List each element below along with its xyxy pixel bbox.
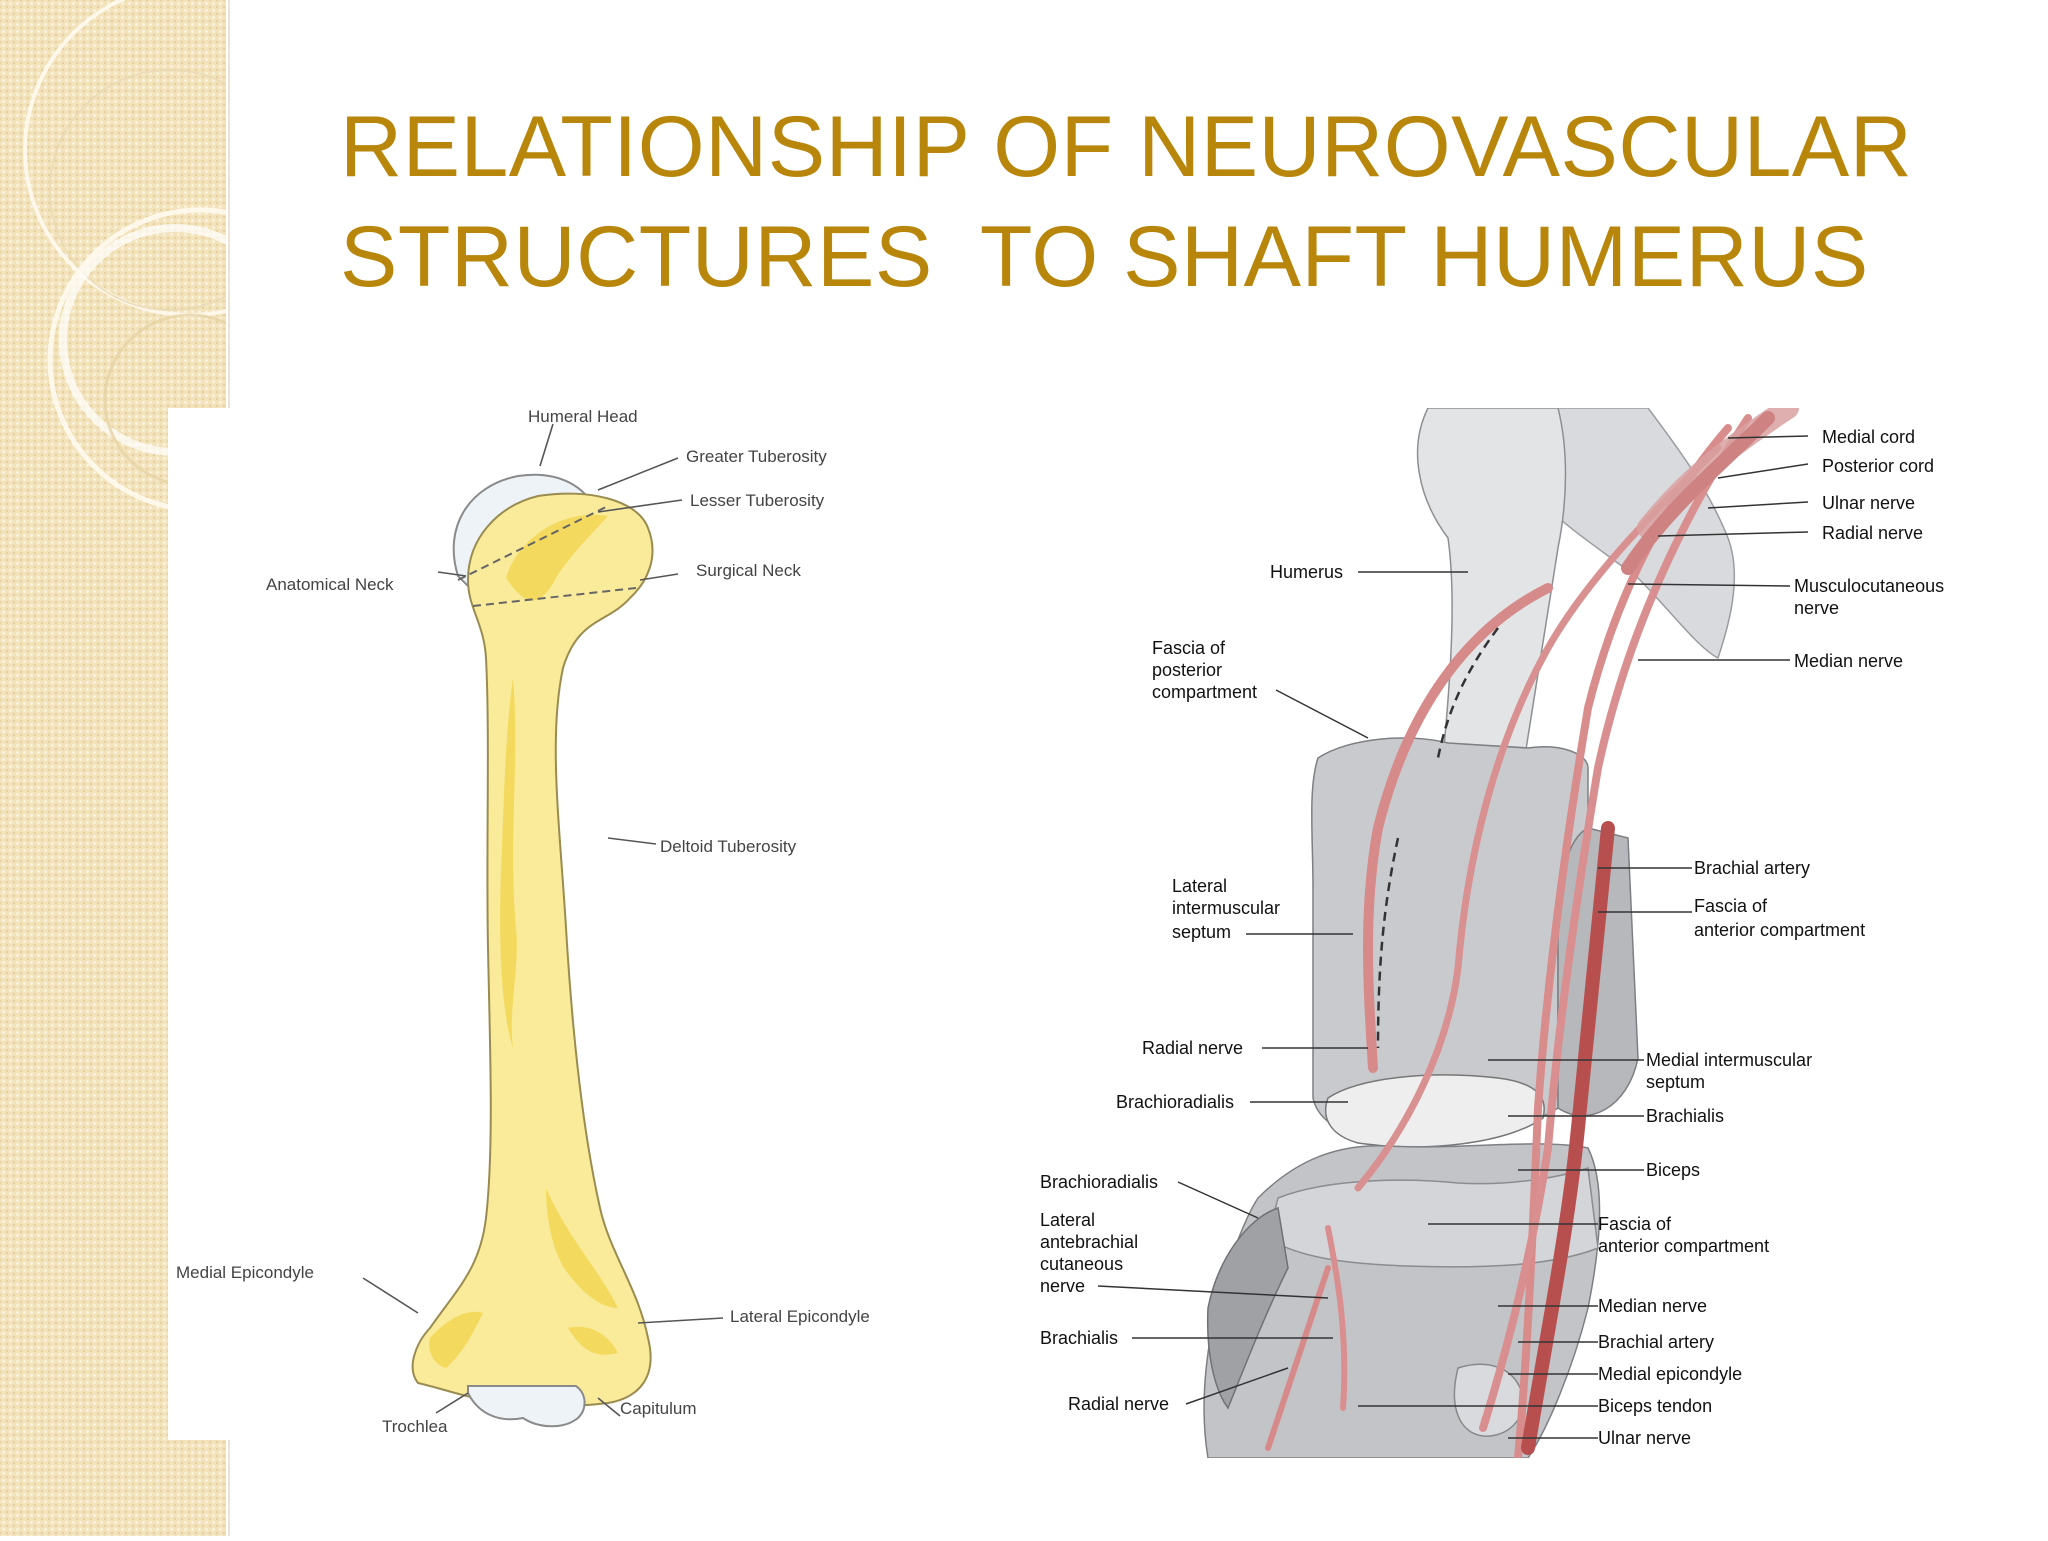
label-posterior-cord: Posterior cord [1822,456,1934,476]
label-medial-epicondyle: Medial epicondyle [1598,1364,1742,1384]
label-radial-nerve-top: Radial nerve [1822,523,1923,543]
lateral-antebrachial-nerve [1325,1225,1348,1411]
label-brachial-artery-top: Brachial artery [1694,858,1810,878]
label-medial-epicondyle: Medial Epicondyle [176,1263,314,1282]
musculocutaneous-nerve [1354,444,1722,1192]
septum-dashed [1376,837,1400,1049]
label-lesser-tuberosity: Lesser Tuberosity [690,491,825,510]
radial-groove-dashed [1436,627,1500,759]
label-capitulum: Capitulum [620,1399,697,1418]
label-medial-septum-1: Medial intermuscular [1646,1050,1812,1070]
label-brachioradialis-low: Brachioradialis [1040,1172,1158,1192]
label-median-nerve-top: Median nerve [1794,651,1903,671]
label-fascia-posterior-3: compartment [1152,682,1257,702]
label-greater-tuberosity: Greater Tuberosity [686,447,827,466]
radial-nerve-forearm [1265,1265,1331,1451]
brachioradialis-muscle-shape [1206,1207,1289,1410]
label-lateral-antebrachial-4: nerve [1040,1276,1085,1296]
label-trochlea: Trochlea [382,1417,448,1436]
label-fascia-posterior-2: posterior [1152,660,1222,680]
label-deltoid-tuberosity: Deltoid Tuberosity [660,837,797,856]
label-biceps: Biceps [1646,1160,1700,1180]
label-radial-nerve-low: Radial nerve [1068,1394,1169,1414]
label-radial-nerve-mid: Radial nerve [1142,1038,1243,1058]
radial-nerve [1363,583,1553,1073]
humerus-bone-diagram: Humeral Head Greater Tuberosity Lesser T… [168,407,920,1440]
label-biceps-tendon: Biceps tendon [1598,1396,1712,1416]
label-lateral-epicondyle: Lateral Epicondyle [730,1307,870,1326]
label-humerus: Humerus [1270,562,1343,582]
label-median-nerve-low: Median nerve [1598,1296,1707,1316]
median-nerve [1479,414,1752,1432]
neurovascular-illustration: Medial cord Posterior cord Ulnar nerve R… [1040,397,1944,1462]
label-fascia-posterior-1: Fascia of [1152,638,1226,658]
label-medial-cord: Medial cord [1822,427,1915,447]
label-brachioradialis-mid: Brachioradialis [1116,1092,1234,1112]
trochlea-shape [467,1385,586,1428]
surgical-neck-line [472,587,637,607]
label-lateral-septum-1: Lateral [1172,876,1227,896]
label-lateral-septum-3: septum [1172,922,1231,942]
slide-title-line-2: STRUCTURES TO SHAFT HUMERUS [340,209,1869,305]
slide-title: RELATIONSHIP OF NEUROVASCULAR STRUCTURES… [340,92,1912,312]
label-fascia-anterior-top-1: Fascia of [1694,896,1768,916]
label-anatomical-neck: Anatomical Neck [266,575,394,594]
humerus-shaft-shape [411,492,654,1408]
label-fascia-anterior-low-1: Fascia of [1598,1214,1672,1234]
label-brachial-artery-low: Brachial artery [1598,1332,1714,1352]
label-lateral-antebrachial-2: antebrachial [1040,1232,1138,1252]
label-musculocutaneous-nerve-2: nerve [1794,598,1839,618]
label-musculocutaneous-nerve-1: Musculocutaneous [1794,576,1944,596]
posterior-cord [1621,411,1775,575]
neurovascular-anatomy-diagram: Medial cord Posterior cord Ulnar nerve R… [1028,397,1968,1462]
label-humeral-head: Humeral Head [528,408,638,426]
slide-title-line-1: RELATIONSHIP OF NEUROVASCULAR [340,99,1913,195]
label-ulnar-nerve-low: Ulnar nerve [1598,1428,1691,1448]
humerus-shading [429,514,618,1368]
anatomical-neck-line [457,505,609,581]
label-lateral-antebrachial-1: Lateral [1040,1210,1095,1230]
label-surgical-neck: Surgical Neck [696,561,801,580]
label-brachialis-right: Brachialis [1646,1106,1724,1126]
label-ulnar-nerve-top: Ulnar nerve [1822,493,1915,513]
cross-section-muscle [1324,1074,1545,1148]
humerus-bone-illustration: Humeral Head Greater Tuberosity Lesser T… [176,407,870,1436]
label-fascia-anterior-top-2: anterior compartment [1694,920,1865,940]
label-lateral-antebrachial-3: cutaneous [1040,1254,1123,1274]
label-brachialis-left: Brachialis [1040,1328,1118,1348]
label-medial-septum-2: septum [1646,1072,1705,1092]
label-fascia-anterior-low-2: anterior compartment [1598,1236,1769,1256]
fascia-band-shape [1267,1166,1599,1268]
label-lateral-septum-2: intermuscular [1172,898,1280,918]
